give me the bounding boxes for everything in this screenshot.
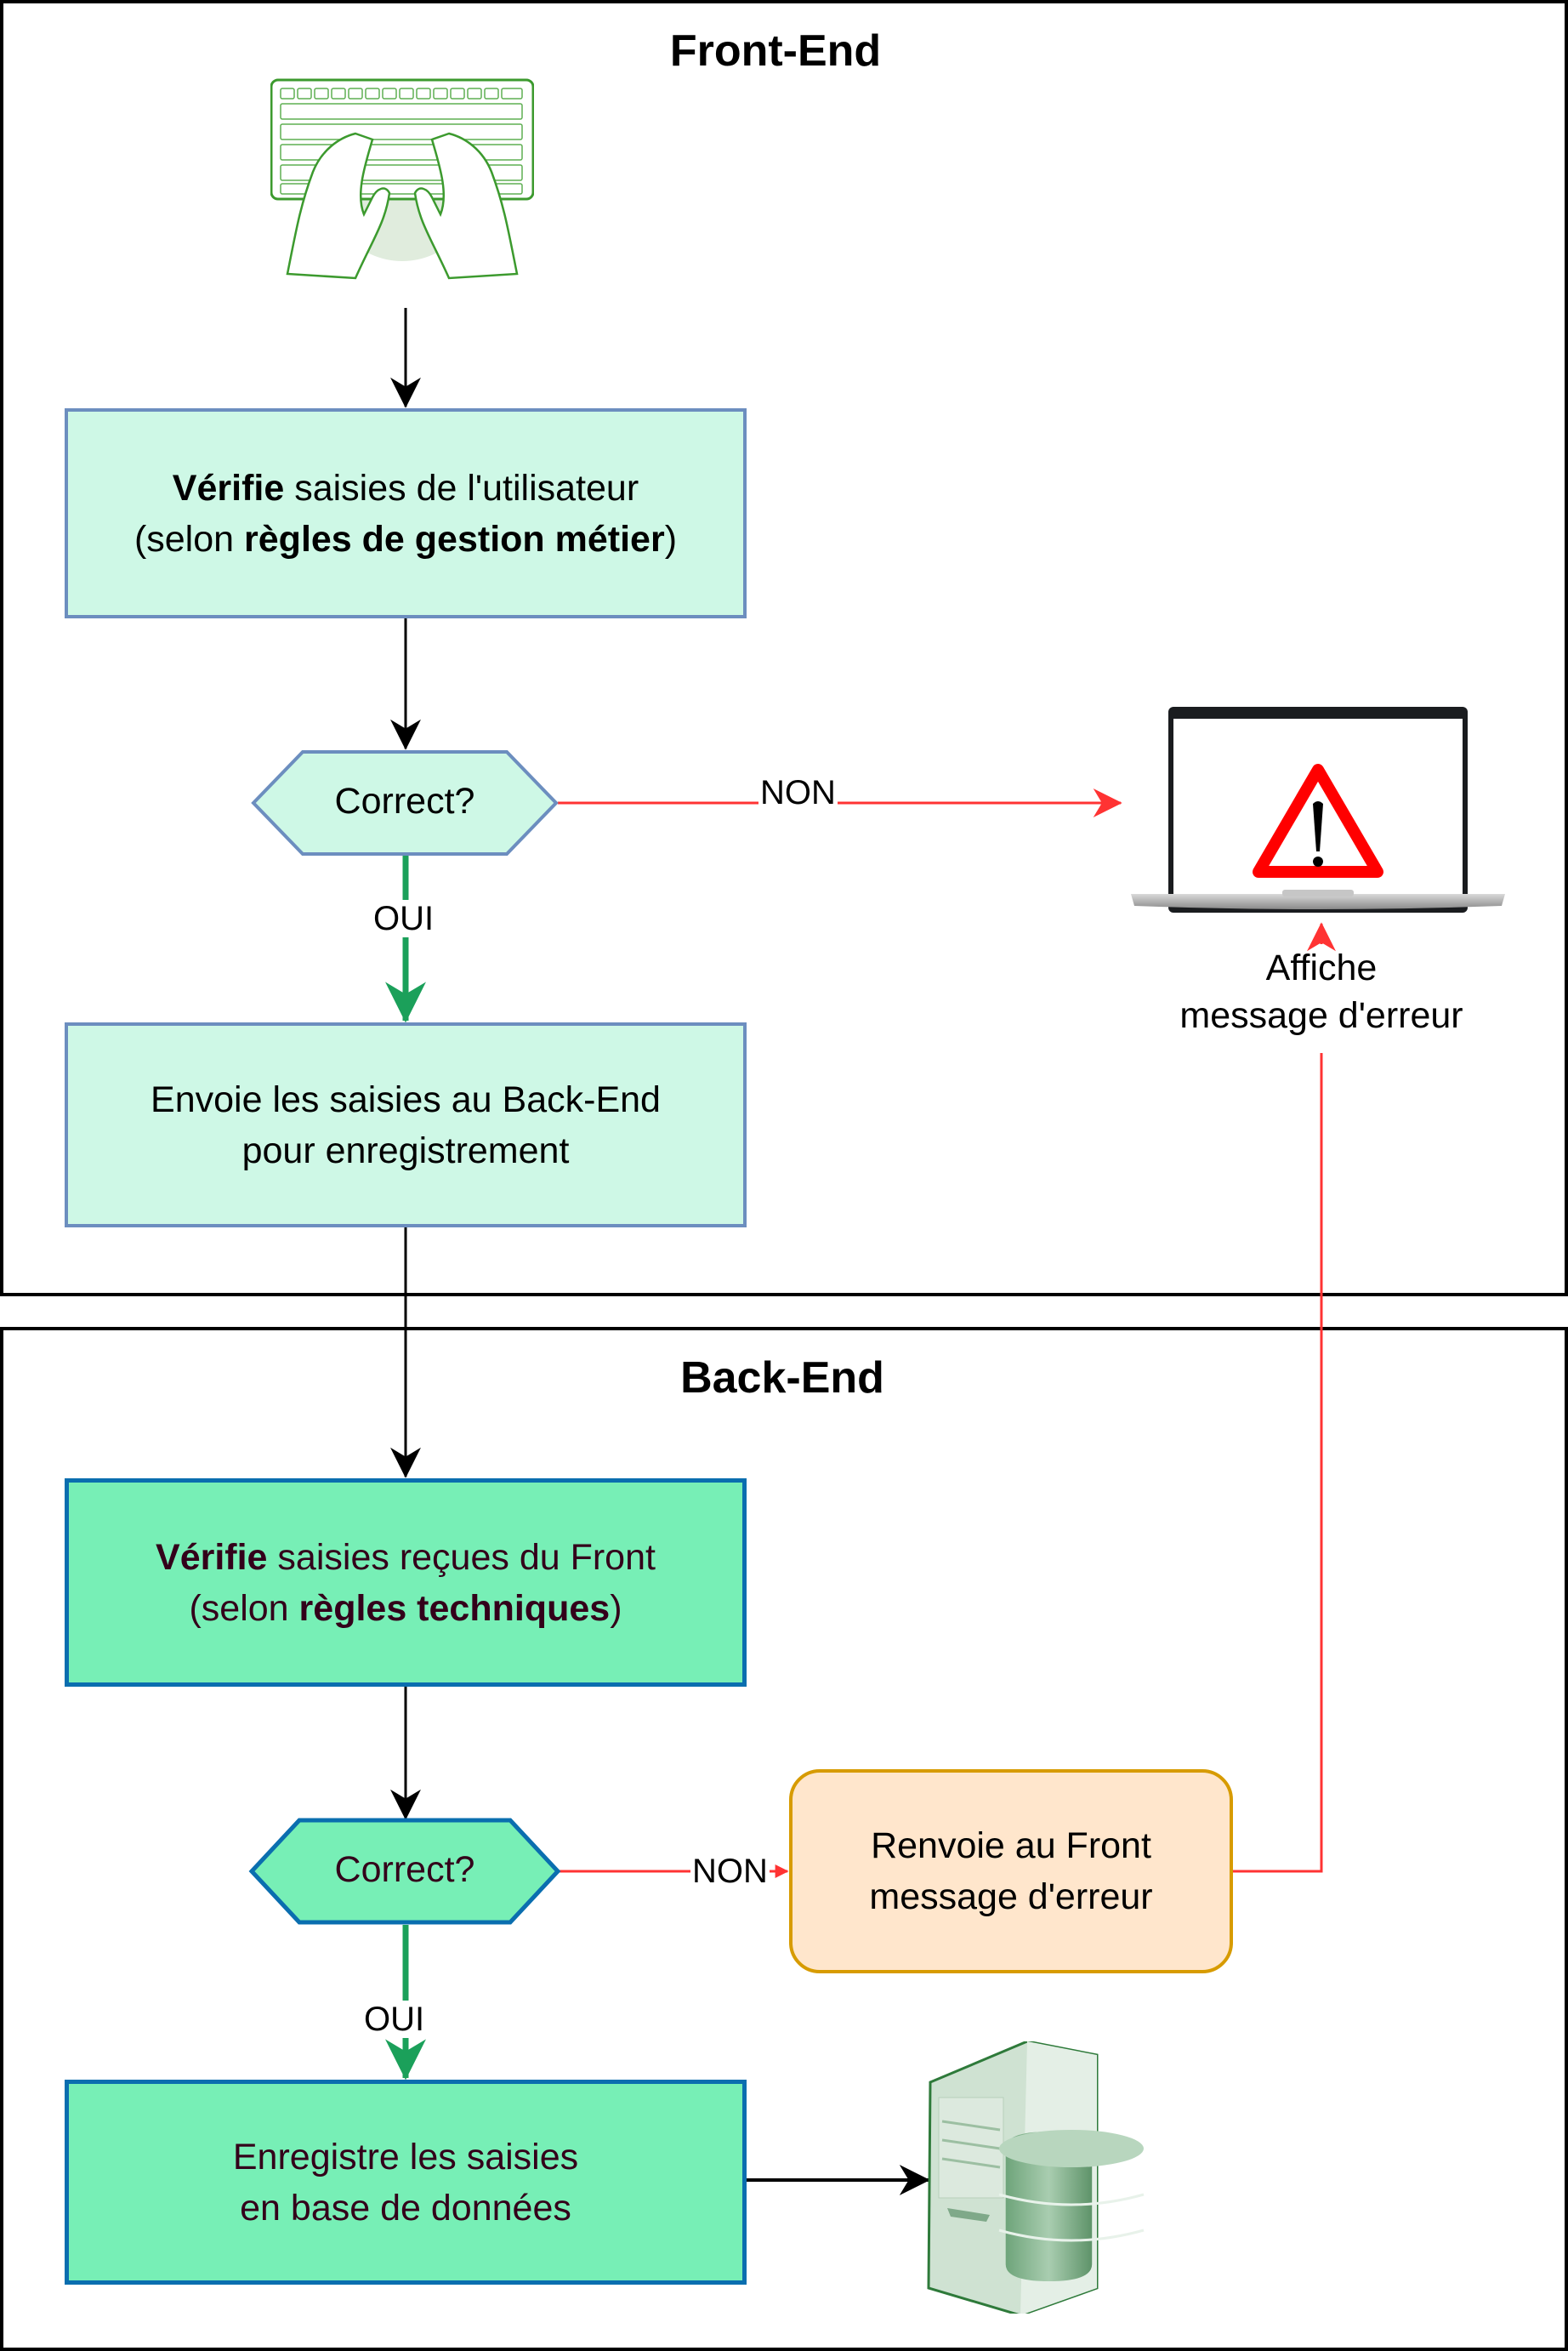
send-line1: Envoie les saisies au Back-End	[151, 1079, 661, 1120]
rule-bold: règles de gestion métier	[244, 518, 665, 560]
back-decision-shape	[248, 1818, 561, 1925]
back-rule-bold: règles techniques	[298, 1587, 611, 1629]
verify-text: saisies de l'utilisateur	[284, 467, 639, 509]
front-yes-label: OUI	[372, 900, 436, 937]
back-end-title: Back-End	[680, 1353, 884, 1403]
error-line2: message d'erreur	[869, 1876, 1153, 1917]
error-display-caption: Affiche message d'erreur	[1143, 944, 1500, 1039]
save-line2: en base de données	[240, 2187, 571, 2229]
back-rule-suffix: )	[610, 1587, 622, 1629]
back-no-label: NON	[690, 1853, 770, 1890]
back-rule-prefix: (selon	[189, 1587, 299, 1629]
rule-prefix: (selon	[134, 518, 245, 560]
caption-line1: Affiche	[1265, 948, 1378, 988]
laptop-warning-icon	[1131, 707, 1505, 913]
arrow-error-to-front	[1233, 1053, 1323, 1873]
back-yes-label: OUI	[362, 2001, 427, 2038]
back-decision-label: Correct?	[334, 1849, 475, 1890]
send-line2: pour enregistrement	[241, 1130, 570, 1171]
front-verify-box: Vérifie saisies de l'utilisateur (selon …	[65, 408, 747, 618]
verify-bold: Vérifie	[172, 467, 285, 509]
caption-line2: message d'erreur	[1179, 995, 1463, 1036]
server-database-icon	[927, 2041, 1145, 2314]
back-save-box: Enregistre les saisies en base de données	[65, 2080, 747, 2285]
front-no-label: NON	[758, 774, 838, 811]
front-decision-label: Correct?	[334, 781, 475, 822]
save-line1: Enregistre les saisies	[232, 2136, 579, 2177]
keyboard-typing-hands-icon	[270, 78, 534, 280]
back-verify-text: saisies reçues du Front	[267, 1536, 656, 1578]
back-verify-bold: Vérifie	[156, 1536, 268, 1578]
back-error-box: Renvoie au Front message d'erreur	[789, 1769, 1233, 1973]
front-decision-shape	[251, 750, 559, 856]
front-end-title: Front-End	[669, 26, 882, 76]
back-verify-box: Vérifie saisies reçues du Front (selon r…	[65, 1478, 747, 1687]
front-send-box: Envoie les saisies au Back-End pour enreg…	[65, 1022, 747, 1227]
rule-suffix: )	[664, 518, 678, 560]
error-line1: Renvoie au Front	[871, 1825, 1151, 1866]
